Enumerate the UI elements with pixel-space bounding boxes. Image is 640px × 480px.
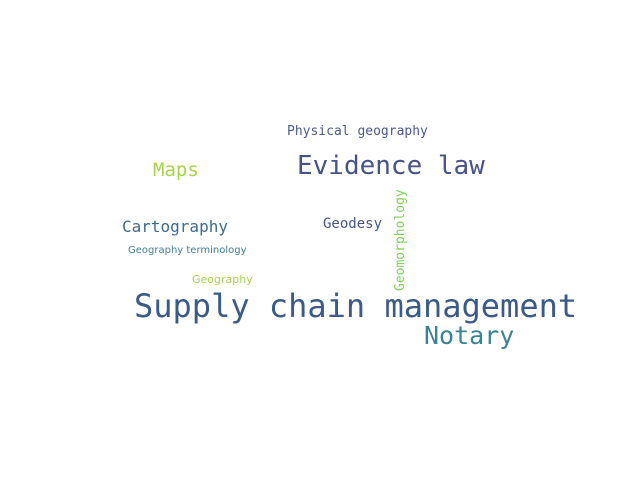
- word-evidence-law: Evidence law: [297, 151, 485, 181]
- word-supply-chain-management: Supply chain management: [134, 287, 578, 325]
- word-geodesy: Geodesy: [323, 216, 383, 232]
- word-cartography: Cartography: [122, 217, 228, 236]
- word-maps: Maps: [153, 159, 199, 181]
- word-geography-terminology: Geography terminology: [128, 245, 247, 256]
- word-geography: Geography: [192, 273, 253, 286]
- word-notary: Notary: [424, 321, 515, 350]
- word-physical-geography: Physical geography: [287, 124, 428, 139]
- word-geomorphology: Geomorphology: [393, 189, 408, 291]
